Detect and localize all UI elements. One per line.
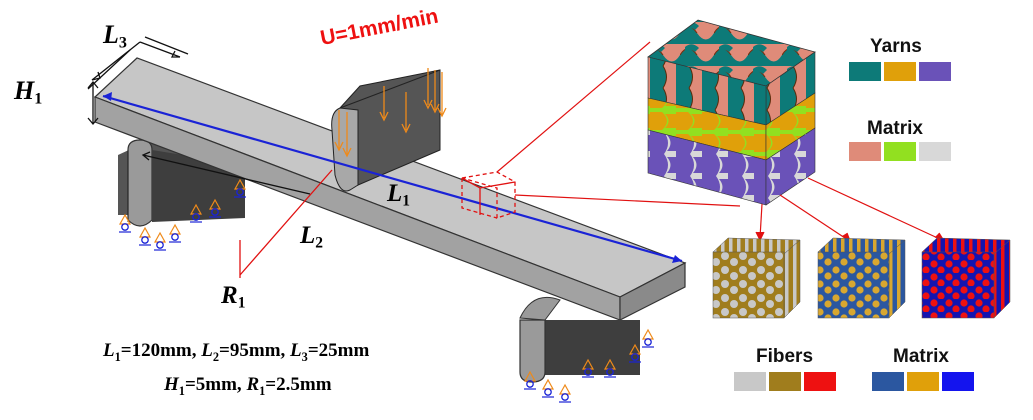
dimensions-line-2: H1=5mm, R1=2.5mm <box>164 374 332 398</box>
constraint-symbol <box>541 378 555 398</box>
radius-pointer <box>239 169 333 276</box>
label-l3: L3 <box>103 20 127 52</box>
span-line <box>102 92 683 263</box>
fiber-cube-3 <box>921 237 1011 319</box>
yarns-swatch-3 <box>919 62 951 81</box>
boundary-constraints <box>118 178 655 403</box>
dimension-lines <box>87 36 311 195</box>
matrix-legend-title-bottom: Matrix <box>893 346 949 367</box>
matrix-bottom-swatch-1 <box>872 372 904 391</box>
cube-pointer-lines <box>755 177 946 243</box>
label-h1: H1 <box>14 76 43 108</box>
matrix-top-swatch-1 <box>849 142 881 161</box>
matrix-bottom-swatch-3 <box>942 372 974 391</box>
yarn-cube <box>647 19 816 206</box>
dimensions-line-1: L1=120mm, L2=95mm, L3=25mm <box>103 340 370 364</box>
label-r1: R1 <box>221 282 246 312</box>
fibers-legend-title: Fibers <box>756 346 814 367</box>
loading-nose <box>331 69 441 192</box>
fiber-cube-2 <box>817 237 906 319</box>
zoom-lines <box>496 41 741 207</box>
fiber-cube-1 <box>712 237 801 319</box>
constraint-symbol <box>168 223 182 243</box>
constraint-symbol <box>189 203 203 223</box>
label-l1: L1 <box>387 180 411 210</box>
constraint-symbol <box>118 213 132 233</box>
constraint-symbol <box>208 198 222 218</box>
matrix-top-swatch-3 <box>919 142 951 161</box>
fibers-swatch-3 <box>804 372 836 391</box>
constraint-symbol <box>153 231 167 251</box>
constraint-symbol <box>558 383 572 403</box>
label-l2: L2 <box>300 222 324 252</box>
constraint-symbol <box>233 178 247 198</box>
yarns-legend-title: Yarns <box>870 36 922 57</box>
yarns-swatch-2 <box>884 62 916 81</box>
matrix-bottom-swatch-2 <box>907 372 939 391</box>
constraint-symbol <box>523 370 537 390</box>
constraint-symbol <box>641 328 655 348</box>
load-arrows <box>334 68 447 158</box>
constraint-symbol <box>581 358 595 378</box>
right-support <box>519 296 640 383</box>
fibers-swatch-1 <box>734 372 766 391</box>
matrix-legend-title-top: Matrix <box>867 118 923 139</box>
fibers-swatch-2 <box>769 372 801 391</box>
yarns-swatch-1 <box>849 62 881 81</box>
constraint-symbol <box>138 226 152 246</box>
constraint-symbol <box>603 358 617 378</box>
constraint-symbol <box>628 343 642 363</box>
matrix-top-swatch-2 <box>884 142 916 161</box>
